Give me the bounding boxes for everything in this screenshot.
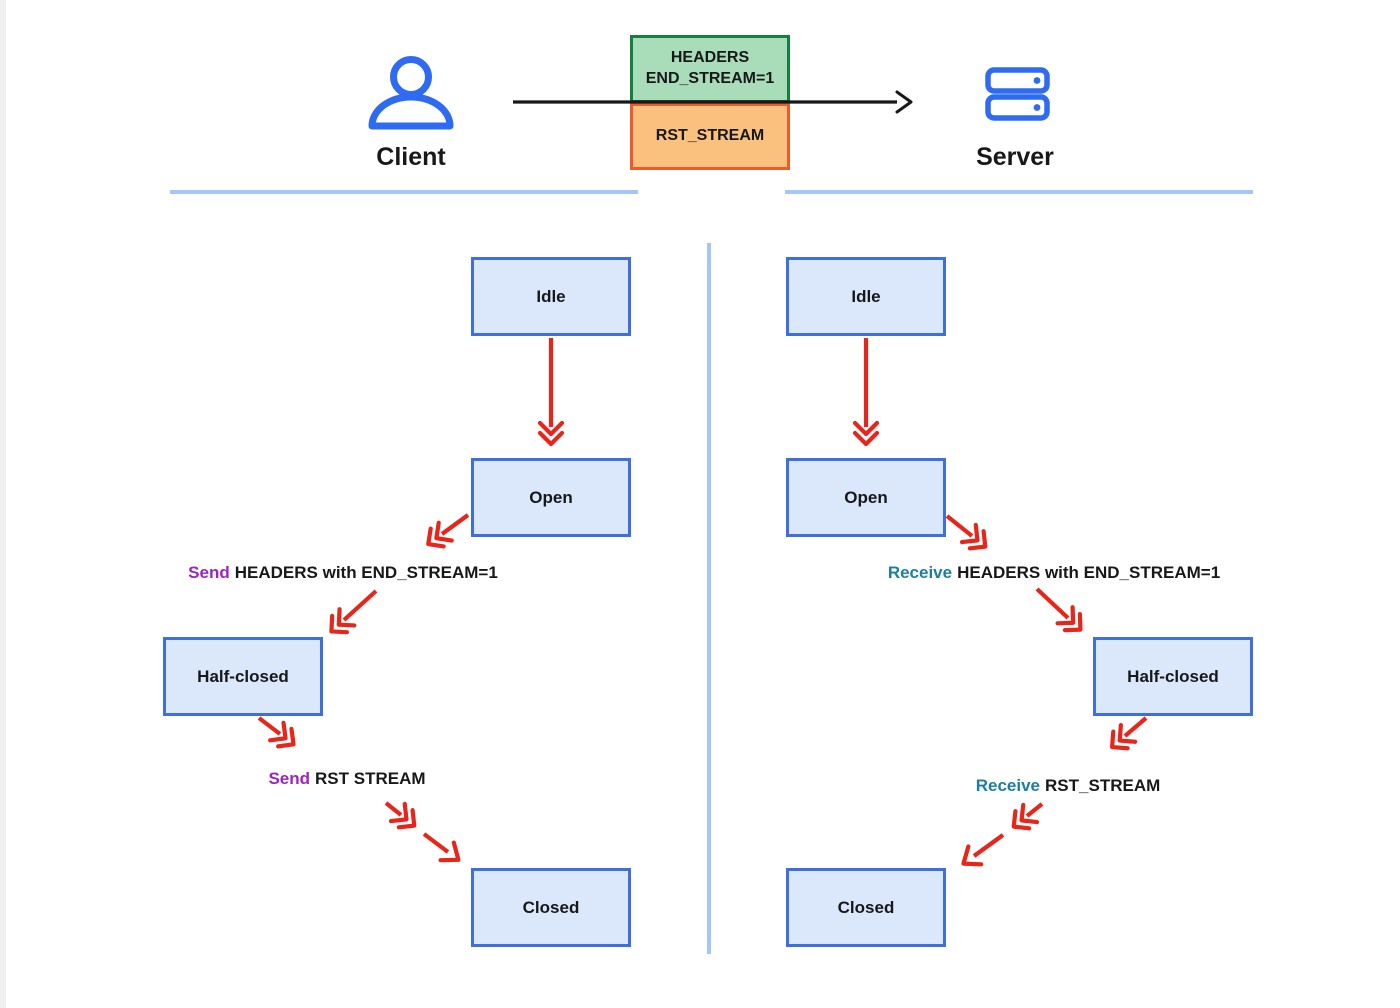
server-rack-icon [983,66,1055,122]
arrow-server-open-to-headers-label [945,514,988,551]
server-label: Server [976,143,1054,171]
state-box-client-closed: Closed [471,868,631,947]
state-label: Open [529,487,573,507]
receive-action-text: Receive [887,563,953,582]
state-box-server-idle: Idle [786,257,946,336]
arrow-client-half-closed-to-rst-label [257,716,296,749]
client-label: Client [376,143,446,171]
transition-detail-text: RST_STREAM [1045,776,1161,795]
send-action-text: Send [188,563,230,582]
rst-frame-box: RST_STREAM [630,103,790,170]
headers-frame-line2: END_STREAM=1 [645,70,775,87]
state-label: Half-closed [1127,666,1219,686]
arrow-server-rst-label-segment [1011,802,1044,831]
client-person-icon [368,50,454,132]
receive-action-text: Receive [975,776,1041,795]
state-box-server-half-closed: Half-closed [1093,637,1253,716]
transition-detail-text: RST STREAM [315,769,426,788]
transition-detail-text: HEADERS with END_STREAM=1 [234,563,498,582]
headers-frame-box: HEADERS END_STREAM=1 [630,35,790,103]
state-box-client-half-closed: Half-closed [163,637,323,716]
rst-frame-label: RST_STREAM [655,127,765,145]
server-section-divider [785,190,1253,194]
arrow-client-open-to-headers-label [426,513,470,549]
arrow-client-rst-label-to-closed [422,832,461,863]
state-box-client-idle: Idle [471,257,631,336]
page-edge-strip [0,0,6,1008]
arrow-client-headers-label-to-half-closed [329,589,378,635]
state-label: Open [844,487,888,507]
state-label: Closed [837,897,895,917]
headers-frame-line1: HEADERS [670,49,750,67]
client-section-divider [170,190,638,194]
arrow-client-rst-label-segment [384,801,417,830]
center-divider [707,243,711,954]
state-box-client-open: Open [471,458,631,537]
state-box-server-open: Open [786,458,946,537]
arrow-server-half-closed-to-rst-label [1109,716,1148,751]
transition-detail-text: HEADERS with END_STREAM=1 [957,563,1221,582]
arrow-server-rst-label-to-closed [961,833,1005,867]
state-label: Half-closed [197,666,289,686]
state-label: Idle [851,286,881,306]
state-box-server-closed: Closed [786,868,946,947]
state-label: Idle [536,286,566,306]
state-label: Closed [522,897,580,917]
arrow-server-headers-label-to-half-closed [1035,587,1083,633]
send-action-text: Send [268,769,311,788]
